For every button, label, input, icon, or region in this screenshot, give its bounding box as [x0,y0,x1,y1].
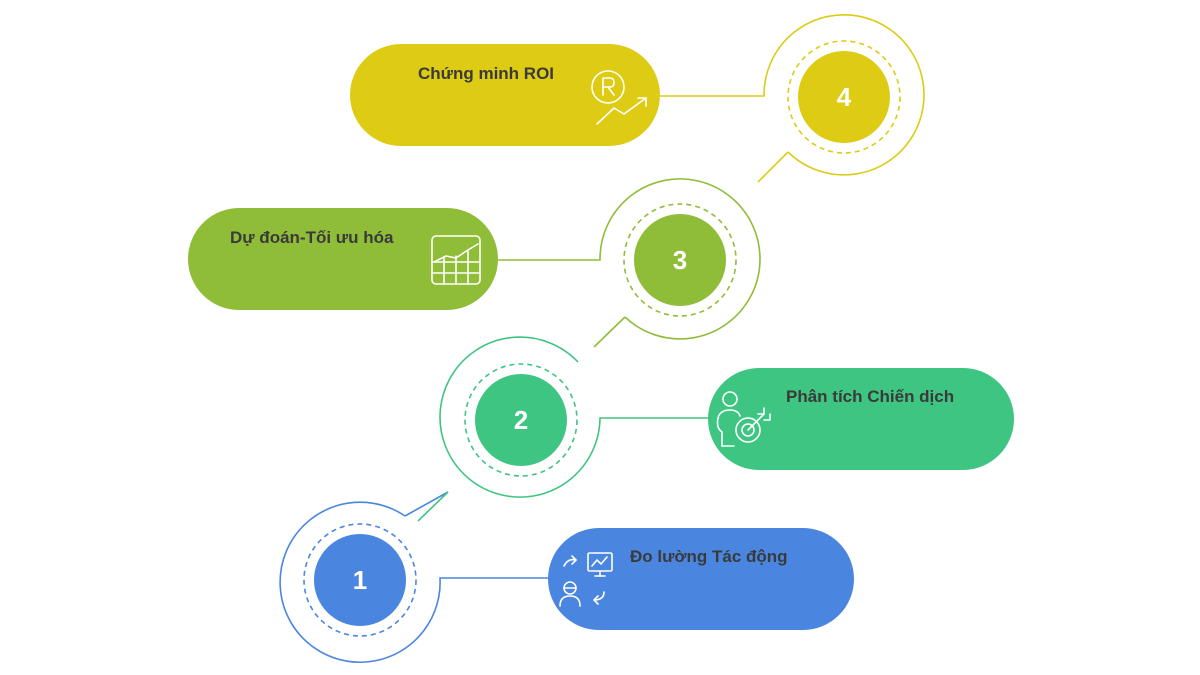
step-3-dashed-ring [623,203,737,317]
step-4: 4 Chứng minh ROI [350,14,925,183]
step-4-outer-ring [660,14,925,176]
step-1-link [404,491,449,517]
step-2: 2 Phân tích Chiến dịch [417,336,1014,522]
step-4-number: 4 [837,82,852,112]
roi-trend-icon [591,70,647,125]
step-2-link [417,491,449,522]
growth-chart-icon [431,235,481,285]
step-4-circle [798,51,890,143]
step-1-pill [548,528,854,630]
step-3-title: Dự đoán-Tối ưu hóa [230,228,394,247]
step-4-link [757,151,789,183]
step-2-pill [708,368,1014,470]
step-3-link [593,316,626,348]
step-3-number: 3 [673,245,687,275]
step-2-title: Phân tích Chiến dịch [786,387,954,406]
step-2-circle [475,374,567,466]
step-3-pill [188,208,498,310]
step-1-title: Đo lường Tác động [630,547,788,566]
step-1-dashed-ring [303,523,417,637]
step-2-dashed-ring [464,363,578,477]
step-1-number: 1 [353,565,367,595]
person-target-icon [716,391,771,447]
step-4-dashed-ring [787,40,901,154]
step-3-outer-ring [498,178,761,340]
measurement-impact-icon [559,552,613,607]
step-3-circle [634,214,726,306]
step-1-outer-ring [279,501,548,663]
step-2-outer-ring [439,336,708,498]
step-3: 3 Dự đoán-Tối ưu hóa [188,178,761,348]
step-4-title: Chứng minh ROI [418,64,554,83]
step-2-number: 2 [514,405,528,435]
step-4-pill [350,44,660,146]
step-1: 1 Đo lường Tác động [279,491,854,663]
step-1-circle [314,534,406,626]
